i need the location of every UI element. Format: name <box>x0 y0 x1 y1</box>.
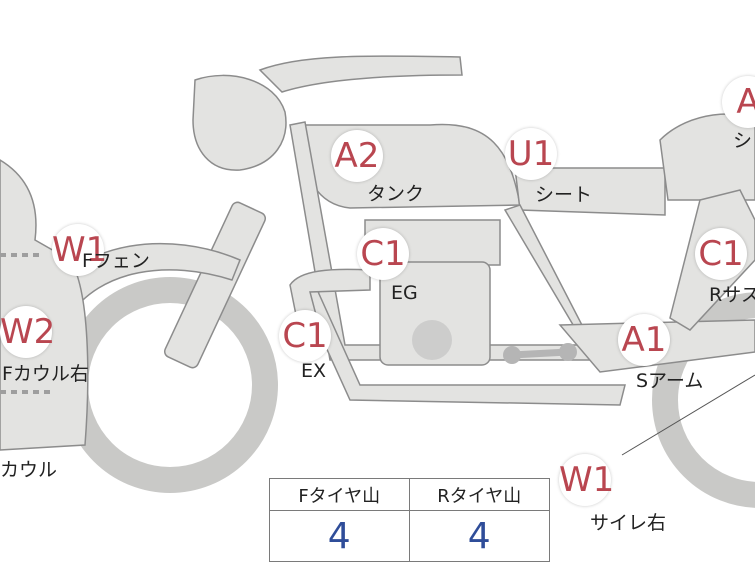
front-wheel <box>62 277 278 493</box>
marker-c1-eg[interactable]: C1 <box>357 228 409 280</box>
tire-tread-table: Fタイヤ山 Rタイヤ山 4 4 <box>269 478 550 562</box>
brake-pedal <box>503 343 577 364</box>
marker-w1-ffender[interactable]: W1 <box>52 224 107 276</box>
label-rsus: Rサス <box>709 284 755 306</box>
marker-c1-rsus[interactable]: C1 <box>695 228 747 280</box>
front-fork <box>163 201 267 369</box>
label-sarm: Sアーム <box>636 370 704 392</box>
label-fcowl: Fカウル右 <box>2 363 89 385</box>
label-side: サイレ右 <box>590 512 667 534</box>
label-seat: シート <box>535 184 593 206</box>
marker-w1-side[interactable]: W1 <box>559 454 614 506</box>
marker-u1-seat[interactable]: U1 <box>505 128 557 180</box>
label-tank: タンク <box>367 183 425 205</box>
handlebar <box>258 55 463 93</box>
rear-tread-header: Rタイヤ山 <box>409 479 549 511</box>
engine-cover <box>412 320 452 360</box>
label-ex: EX <box>301 360 327 382</box>
front-tread-value[interactable]: 4 <box>270 511 410 561</box>
leader-line <box>621 374 755 456</box>
rear-tread-value[interactable]: 4 <box>467 515 491 557</box>
front-tread-header: Fタイヤ山 <box>270 479 410 511</box>
marker-a2-tank[interactable]: A2 <box>331 130 383 182</box>
engine-block <box>379 261 491 366</box>
marker-a1-sarm[interactable]: A1 <box>618 314 670 366</box>
label-eg: EG <box>391 282 418 304</box>
label-right-top: シ <box>733 130 753 152</box>
label-cowl-bottom: カウル <box>0 459 58 481</box>
seat <box>514 167 666 216</box>
rear-wheel <box>652 292 755 508</box>
marker-w2-fcowl[interactable]: W2 <box>0 306 55 358</box>
marker-c1-ex[interactable]: C1 <box>279 310 331 362</box>
label-ffender: Fフェン <box>82 250 150 272</box>
front-cowl <box>0 159 89 451</box>
headlight <box>192 74 287 171</box>
